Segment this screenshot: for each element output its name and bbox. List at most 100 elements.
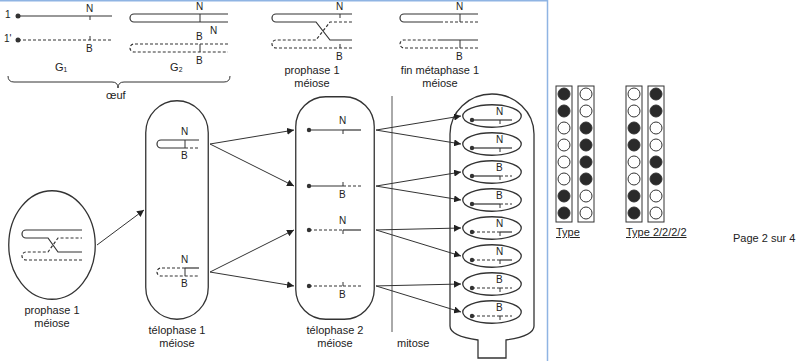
ascus-column — [556, 86, 572, 222]
cell-membrane — [463, 245, 522, 268]
spore-white — [650, 139, 662, 151]
locus-mark — [460, 40, 461, 48]
centromere — [470, 314, 474, 318]
chromosome — [472, 147, 500, 148]
locus-mark — [500, 120, 501, 124]
ascospore: N — [462, 132, 522, 156]
cell-membrane — [463, 189, 522, 212]
chromosome-number: 1' — [4, 33, 11, 44]
centromere — [470, 118, 474, 122]
allele-label: B — [181, 151, 188, 161]
stage-label: télophase 2 méiose — [293, 324, 377, 350]
allele-label: N — [339, 116, 346, 126]
spore-white — [628, 156, 640, 168]
allele-label: B — [336, 51, 343, 62]
spore-white — [650, 207, 662, 219]
type-label: Type — [556, 226, 580, 239]
locus-mark — [500, 288, 501, 292]
stage-label: fin métaphase 1 méiose — [398, 64, 482, 90]
allele-label: B — [86, 43, 93, 54]
spore-white — [580, 190, 592, 202]
cell-outline — [462, 244, 522, 268]
allele-label: B — [181, 279, 188, 289]
allele-label: N — [181, 255, 188, 265]
locus-mark — [343, 230, 344, 234]
arrow — [376, 286, 461, 312]
cell-outline — [462, 272, 522, 296]
ascus-column — [626, 86, 642, 222]
cell-outline — [462, 216, 522, 240]
cell-membrane — [146, 101, 209, 320]
chromosome — [472, 231, 500, 232]
telophase-cell: NBNBtélophase 2 méiose — [295, 96, 375, 320]
locus-mark — [340, 44, 341, 48]
cell-outline — [462, 104, 522, 128]
chromosome — [18, 15, 112, 16]
spore-black — [580, 122, 592, 134]
spore-white — [650, 122, 662, 134]
arrow — [376, 130, 461, 144]
spore-black — [628, 207, 640, 219]
chromosome — [500, 203, 512, 204]
type-label: Type 2/2/2/2 — [626, 226, 687, 239]
centromere — [470, 286, 474, 290]
chromosome-number: 1 — [5, 9, 11, 20]
arrow — [210, 272, 294, 286]
allele-label: N — [496, 107, 503, 117]
chromosome — [272, 22, 352, 48]
cell-outline — [295, 96, 375, 320]
locus-mark — [343, 130, 344, 134]
chromosome — [500, 287, 512, 288]
allele-label: B — [196, 31, 203, 42]
spore-black — [650, 105, 662, 117]
arrow — [97, 210, 144, 245]
allele-label: N — [456, 1, 463, 12]
cell-membrane — [463, 217, 522, 240]
locus-mark — [343, 282, 344, 286]
chromosome — [472, 119, 500, 120]
spore-black — [650, 88, 662, 100]
spore-white — [558, 139, 570, 151]
centromere — [16, 38, 21, 43]
allele-label: B — [339, 190, 346, 200]
chromosome — [22, 230, 82, 252]
arrow — [376, 186, 461, 200]
arrow — [210, 230, 294, 272]
spore-black — [558, 207, 570, 219]
allele-label: N — [196, 1, 203, 12]
chromosome — [500, 147, 512, 148]
locus-mark — [185, 268, 186, 276]
centromere — [307, 228, 311, 232]
cell-membrane — [463, 301, 522, 324]
locus-mark — [500, 316, 501, 320]
centromere — [307, 184, 311, 188]
phase-label: G₁ — [55, 61, 67, 74]
prophase-cell: prophase 1 méiose — [8, 190, 96, 300]
locus-mark — [500, 148, 501, 152]
locus-mark — [200, 14, 201, 22]
spore-white — [628, 173, 640, 185]
allele-label: B — [456, 51, 463, 62]
locus-mark — [500, 232, 501, 236]
stage-label: œuf — [106, 89, 126, 102]
arrow — [376, 172, 461, 186]
spore-white — [650, 190, 662, 202]
chromosome — [500, 231, 512, 232]
chromosome — [343, 285, 361, 286]
telophase-cell: NBNBtélophase 1 méiose — [145, 100, 209, 320]
cell-membrane — [463, 133, 522, 156]
spore-white — [580, 88, 592, 100]
arrow — [210, 130, 294, 144]
chromosome — [130, 14, 228, 22]
brace — [8, 76, 230, 88]
spore-black — [650, 156, 662, 168]
centromere — [16, 14, 21, 19]
cell-membrane — [463, 161, 522, 184]
allele-label: B — [496, 275, 503, 285]
spore-white — [580, 105, 592, 117]
centromere — [307, 284, 311, 288]
cell-membrane — [9, 191, 96, 300]
allele-label: B — [496, 191, 503, 201]
chromosome — [309, 285, 343, 286]
